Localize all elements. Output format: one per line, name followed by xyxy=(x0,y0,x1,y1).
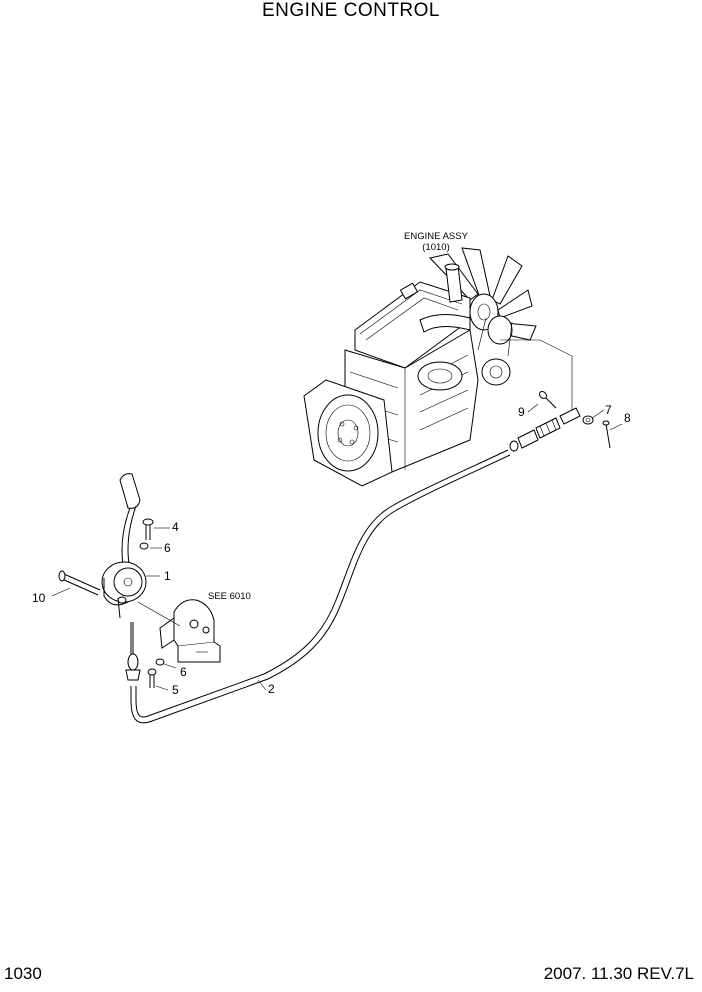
bolt-9 xyxy=(538,390,557,409)
alternator xyxy=(417,361,463,391)
revision-date: 2007. 11.30 REV.7L xyxy=(543,964,694,983)
throttle-cable xyxy=(125,407,581,724)
engine-label-line2: (1010) xyxy=(422,242,449,253)
see-reference: SEE 6010 xyxy=(208,591,251,602)
washer-6-lower xyxy=(155,658,165,666)
callout-2: 2 xyxy=(268,682,275,696)
page-title: ENGINE CONTROL xyxy=(261,0,441,21)
engine-label-line1: ENGINE ASSY xyxy=(404,231,469,242)
mounting-bracket xyxy=(159,599,221,663)
callout-8: 8 xyxy=(624,411,631,425)
callout-5: 5 xyxy=(172,683,179,697)
bolt-10 xyxy=(58,570,101,596)
callout-10: 10 xyxy=(32,591,46,605)
callout-6-lower: 6 xyxy=(180,665,187,679)
callout-9: 9 xyxy=(518,405,525,419)
bolt-4 xyxy=(142,518,154,540)
control-lever xyxy=(101,473,147,619)
callout-1: 1 xyxy=(164,569,171,583)
callout-4: 4 xyxy=(172,520,179,534)
bolt-5 xyxy=(147,668,157,688)
page-number: 1030 xyxy=(4,964,42,983)
washer-6-upper xyxy=(139,542,149,550)
callout-6-upper: 6 xyxy=(164,541,171,555)
washer-7 xyxy=(582,415,594,425)
pin-8 xyxy=(602,420,611,449)
engine-assembly xyxy=(303,247,573,487)
callout-7: 7 xyxy=(605,403,612,417)
flywheel-housing xyxy=(303,379,393,487)
oil-filter xyxy=(481,358,511,386)
